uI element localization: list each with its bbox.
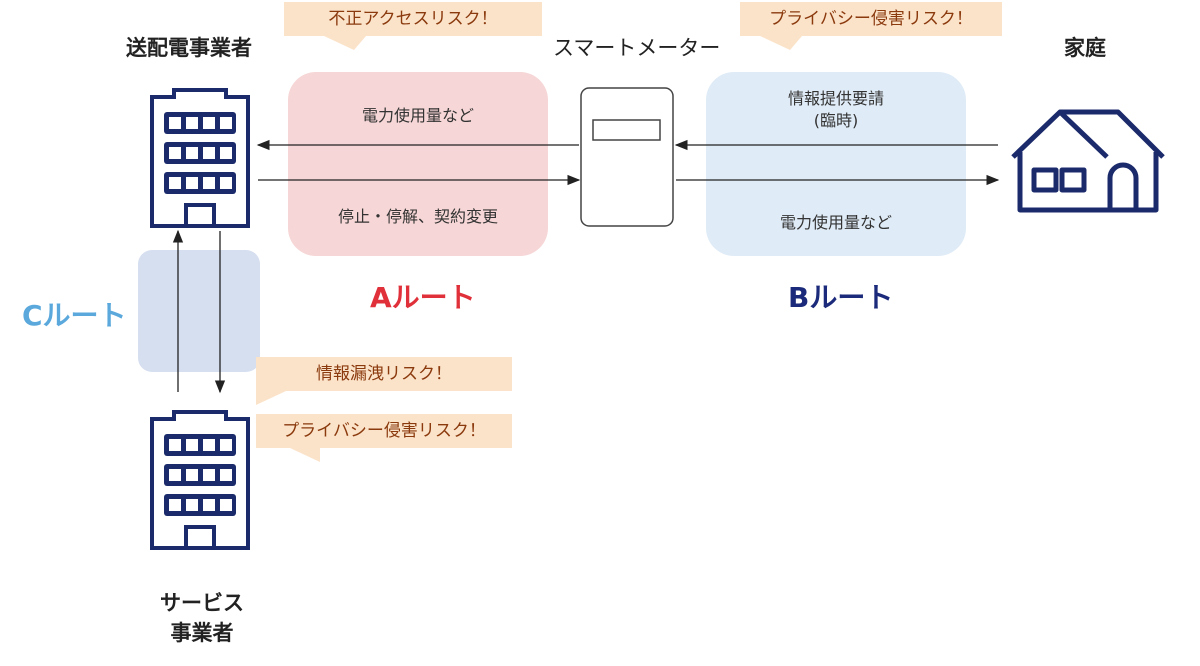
risk-text-c2: プライバシー侵害リスク！ — [282, 421, 486, 441]
service-title: サービス 事業者 — [160, 588, 244, 648]
risk-callout-c2: プライバシー侵害リスク！ — [256, 414, 512, 462]
service-building-icon — [150, 410, 250, 550]
risk-callout-a: 不正アクセスリスク！ — [284, 2, 542, 50]
b-route-upper-line1: 情報提供要請 — [787, 89, 884, 108]
a-route-box — [288, 72, 548, 256]
b-route-lower-label: 電力使用量など — [779, 213, 892, 232]
risk-callout-c1: 情報漏洩リスク！ — [256, 357, 512, 405]
utility-building-icon — [150, 88, 250, 228]
utility-title: 送配電事業者 — [126, 36, 252, 60]
route-b-label: Bルート — [788, 281, 894, 314]
b-route-upper-label: 情報提供要請 (臨時) — [706, 88, 966, 132]
c-route-box — [138, 250, 260, 372]
house-icon — [1011, 109, 1165, 213]
risk-text-c1: 情報漏洩リスク！ — [316, 364, 452, 384]
risk-text-b: プライバシー侵害リスク！ — [769, 9, 973, 29]
risk-callout-b: プライバシー侵害リスク！ — [740, 2, 1002, 50]
service-title-line2: 事業者 — [170, 621, 234, 645]
route-c-label: Cルート — [22, 299, 127, 332]
service-title-line1: サービス — [160, 591, 244, 615]
route-a-label: Aルート — [370, 281, 476, 314]
b-route-upper-line2: (臨時) — [813, 111, 859, 130]
a-route-lower-label: 停止・停解、契約変更 — [337, 207, 498, 226]
home-title: 家庭 — [1064, 36, 1106, 60]
a-route-upper-label: 電力使用量など — [361, 106, 474, 125]
b-route-box — [706, 72, 966, 256]
risk-text-a: 不正アクセスリスク！ — [328, 9, 498, 29]
smart-meter-icon — [580, 87, 674, 227]
meter-title: スマートメーター — [553, 36, 721, 60]
